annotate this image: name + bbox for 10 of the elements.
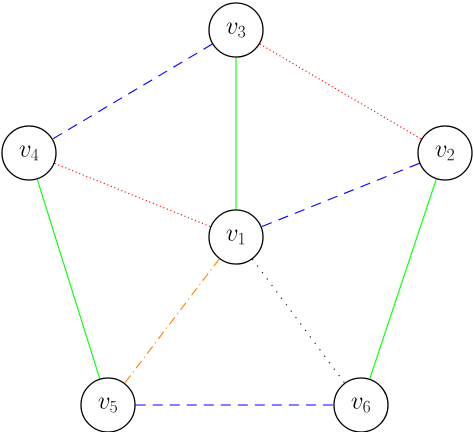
dashed-edge: [261, 162, 420, 228]
dash-dot-edge: [124, 258, 220, 384]
dotted-edge: [252, 258, 345, 384]
dashed-edge: [136, 404, 334, 406]
dotted-edge: [54, 162, 211, 228]
dashed-edge: [52, 44, 213, 140]
edge-line: [235, 58, 237, 210]
edge-line: [369, 179, 437, 379]
edge-line: [36, 179, 100, 379]
dotted-edge: [260, 44, 422, 140]
